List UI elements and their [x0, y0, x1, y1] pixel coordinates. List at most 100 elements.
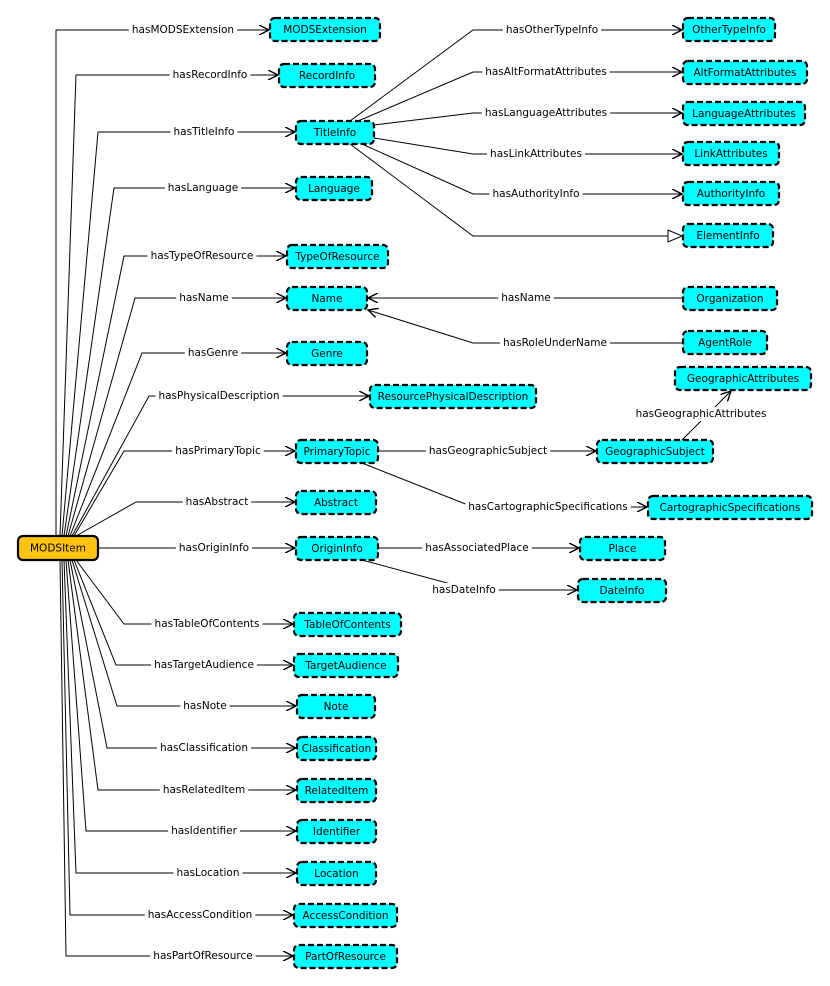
node-record-info[interactable]: RecordInfo [277, 62, 377, 89]
node-language[interactable]: Language [294, 175, 374, 202]
edge-label-has-authority-info: hasAuthorityInfo [492, 188, 579, 200]
node-identifier[interactable]: Identifier [295, 818, 378, 845]
edge-label-background [159, 783, 249, 797]
edge-label-has-classification: hasClassification [160, 742, 248, 754]
node-box [277, 62, 377, 89]
node-part-of-resource[interactable]: PartOfResource [292, 943, 399, 970]
edge-label-has-type-of-resource: hasTypeOfResource [151, 250, 254, 262]
edge-title-info-to-language-attributes [373, 113, 682, 126]
node-cartographic-specifications[interactable]: CartographicSpecifications [646, 494, 814, 521]
edge-label-background [180, 699, 230, 713]
edge-label-background [487, 147, 585, 161]
edge-label-background [481, 106, 611, 120]
node-resource-physical-description[interactable]: ResourcePhysicalDescription [368, 383, 538, 410]
node-primary-topic[interactable]: PrimaryTopic [294, 438, 380, 465]
node-label: OriginInfo [311, 543, 363, 555]
node-label: CartographicSpecifications [660, 502, 801, 514]
edge-mods-item-to-note [71, 559, 296, 706]
edge-label-group: hasName [176, 291, 232, 305]
node-classification[interactable]: Classification [295, 735, 378, 762]
node-box [268, 16, 382, 43]
edge-mods-item-to-language [63, 188, 295, 537]
edge-label-background [168, 824, 240, 838]
edge-label-has-name: hasName [179, 292, 229, 304]
edge-title-info-to-link-attributes [373, 137, 682, 154]
node-origin-info[interactable]: OriginInfo [294, 535, 380, 562]
node-alt-format-attributes[interactable]: AltFormatAttributes [681, 59, 809, 86]
edge-label-background [169, 68, 251, 82]
edge-label-group: hasClassification [156, 741, 252, 755]
edge-label-group: hasOtherTypeInfo [502, 23, 602, 37]
node-type-of-resource[interactable]: TypeOfResource [285, 243, 390, 270]
node-box [294, 535, 380, 562]
node-access-condition[interactable]: AccessCondition [292, 902, 399, 929]
node-mods-extension[interactable]: MODSExtension [268, 16, 382, 43]
node-box [292, 902, 399, 929]
edge-label-has-target-audience: hasTargetAudience [154, 659, 254, 671]
node-table-of-contents[interactable]: TableOfContents [292, 611, 403, 638]
node-organization[interactable]: Organization [681, 285, 779, 312]
node-label: TableOfContents [303, 619, 390, 631]
node-location[interactable]: Location [295, 860, 378, 887]
node-genre[interactable]: Genre [285, 340, 369, 367]
edge-label-group: hasTargetAudience [151, 658, 257, 672]
node-box [681, 16, 777, 43]
edge-label-background [147, 249, 257, 263]
node-agent-role[interactable]: AgentRole [681, 329, 769, 356]
node-note[interactable]: Note [295, 693, 377, 720]
node-other-type-info[interactable]: OtherTypeInfo [681, 16, 777, 43]
node-box [681, 140, 781, 167]
node-box [292, 943, 399, 970]
node-mods-item[interactable]: MODSItem [16, 534, 100, 562]
edge-label-has-genre: hasGenre [188, 347, 238, 359]
node-label: LanguageAttributes [692, 108, 796, 120]
node-element-info[interactable]: ElementInfo [681, 222, 775, 249]
node-link-attributes[interactable]: LinkAttributes [681, 140, 781, 167]
edge-label-background [465, 500, 631, 514]
node-related-item[interactable]: RelatedItem [295, 777, 378, 804]
edge-label-group: hasAssociatedPlace [422, 541, 532, 555]
node-label: GeographicAttributes [687, 373, 799, 385]
node-authority-info[interactable]: AuthorityInfo [681, 180, 781, 207]
node-box [285, 340, 369, 367]
node-label: RelatedItem [305, 785, 369, 797]
node-title-info[interactable]: TitleInfo [294, 119, 376, 146]
node-name[interactable]: Name [285, 285, 369, 312]
node-place[interactable]: Place [578, 535, 667, 562]
node-abstract[interactable]: Abstract [294, 489, 378, 516]
node-label: TargetAudience [304, 660, 386, 672]
edge-label-has-date-info: hasDateInfo [432, 584, 496, 596]
edge-mods-item-to-primary-topic [73, 451, 295, 537]
edge-label-background [128, 23, 238, 37]
edge-label-background [164, 181, 242, 195]
node-geographic-subject[interactable]: GeographicSubject [595, 438, 715, 465]
node-label: LinkAttributes [694, 148, 767, 160]
edge-label-has-geographic-attributes: hasGeographicAttributes [636, 408, 767, 420]
node-date-info[interactable]: DateInfo [576, 577, 668, 604]
node-box [673, 365, 813, 392]
edge-label-group: hasMODSExtension [128, 23, 238, 37]
edge-label-background [489, 187, 583, 201]
edge-label-group: hasPartOfResource [150, 949, 256, 963]
edge-label-background [173, 866, 243, 880]
edge-mods-item-to-table-of-contents [75, 559, 293, 624]
node-label: Language [308, 183, 360, 195]
node-label: Identifier [313, 826, 361, 838]
edge-label-background [151, 617, 263, 631]
node-language-attributes[interactable]: LanguageAttributes [681, 100, 807, 127]
edge-mods-item-to-access-condition [61, 559, 293, 915]
edge-label-group: hasNote [180, 699, 230, 713]
node-label: Abstract [314, 497, 358, 509]
node-box [294, 175, 374, 202]
node-label: TypeOfResource [294, 251, 379, 263]
edge-label-background [500, 336, 610, 350]
node-box [681, 222, 775, 249]
edge-label-group: hasTitleInfo [170, 125, 238, 139]
node-geographic-attributes[interactable]: GeographicAttributes [673, 365, 813, 392]
edge-label-has-record-info: hasRecordInfo [173, 69, 248, 81]
node-target-audience[interactable]: TargetAudience [292, 652, 400, 679]
edge-label-group: hasLocation [173, 866, 243, 880]
edge-title-info-to-alt-format-attributes [357, 72, 682, 122]
node-label: OtherTypeInfo [692, 24, 766, 36]
